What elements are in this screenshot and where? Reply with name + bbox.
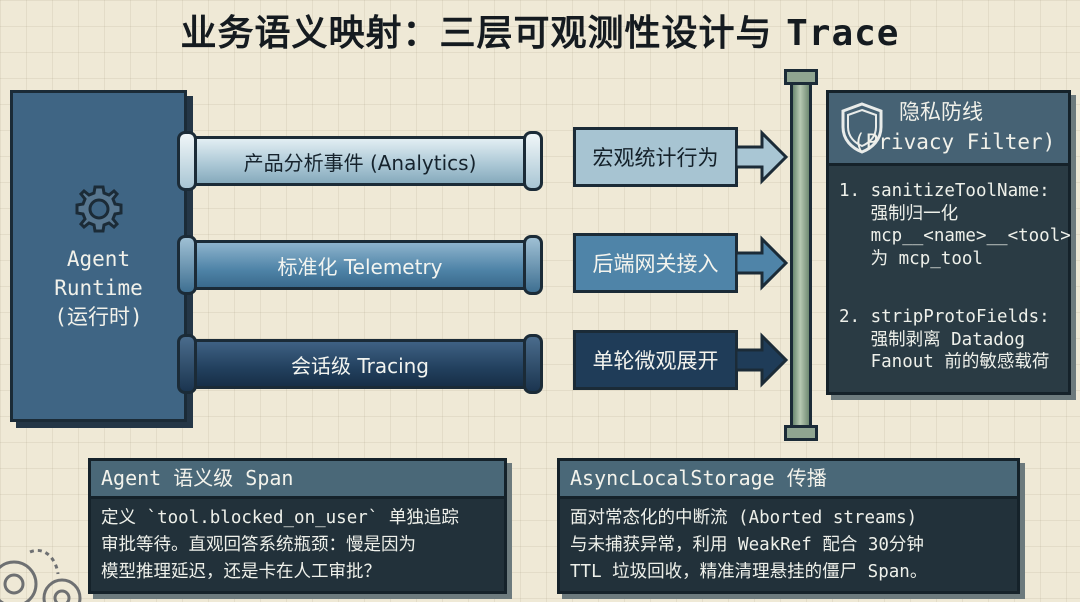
pipe-cap <box>523 334 543 394</box>
telemetry-pipe: 标准化 Telemetry <box>177 235 543 295</box>
analytics-pipe: 产品分析事件 (Analytics) <box>177 131 543 191</box>
telemetry-result: 后端网关接入 <box>573 233 738 293</box>
privacy-rule-strip: 2. stripProtoFields: 强制剥离 Datadog Fanout… <box>839 307 1050 372</box>
agent-span-heading: Agent 语义级 Span <box>91 461 504 499</box>
privacy-panel-header: 隐私防线 (Privacy Filter) <box>829 93 1068 166</box>
pipe-cap <box>177 131 197 191</box>
arrow-right-icon <box>736 129 789 185</box>
pipe-cap <box>523 131 543 191</box>
analytics-result: 宏观统计行为 <box>573 127 738 187</box>
async-storage-panel: AsyncLocalStorage 传播 面对常态化的中断流 (Aborted … <box>557 458 1020 594</box>
arrow-right-icon <box>736 235 789 291</box>
pipe-cap <box>523 235 543 295</box>
privacy-title: 隐私防线 (Privacy Filter) <box>853 97 1055 154</box>
agent-span-panel: Agent 语义级 Span 定义 `tool.blocked_on_user`… <box>88 458 507 594</box>
async-storage-body: 面对常态化的中断流 (Aborted streams) 与未捕获异常，利用 We… <box>570 508 928 582</box>
title-trace: Trace <box>786 13 900 54</box>
agent-runtime-block: Agent Runtime (运行时) <box>10 90 187 422</box>
analytics-pipe-label: 产品分析事件 (Analytics) <box>243 150 477 175</box>
decorative-gears-icon <box>0 549 82 602</box>
telemetry-pipe-label: 标准化 Telemetry <box>277 254 443 279</box>
privacy-subtitle: (Privacy Filter) <box>853 130 1056 154</box>
pipe-cap <box>177 235 197 295</box>
privacy-rule-sanitize: 1. sanitizeToolName: 强制归一化 mcp__<name>__… <box>839 181 1071 269</box>
title-prefix: 业务语义映射：三层可观测性设计与 <box>180 13 773 54</box>
gear-icon <box>75 185 122 232</box>
arrow-right-icon <box>736 332 789 388</box>
async-storage-heading: AsyncLocalStorage 传播 <box>560 461 1017 499</box>
privacy-filter-column <box>784 69 818 441</box>
privacy-title-text: 隐私防线 <box>899 100 983 124</box>
tracing-pipe-label: 会话级 Tracing <box>290 353 430 378</box>
shield-icon <box>841 102 883 154</box>
privacy-filter-panel: 隐私防线 (Privacy Filter) 1. sanitizeToolNam… <box>826 90 1071 395</box>
tracing-result: 单轮微观展开 <box>573 330 738 390</box>
pipe-cap <box>177 334 197 394</box>
agent-span-body: 定义 `tool.blocked_on_user` 单独追踪 审批等待。直观回答… <box>101 508 459 582</box>
runtime-label: Agent Runtime (运行时) <box>54 246 143 329</box>
page-title: 业务语义映射：三层可观测性设计与 Trace <box>0 4 1080 56</box>
tracing-pipe: 会话级 Tracing <box>177 334 543 394</box>
